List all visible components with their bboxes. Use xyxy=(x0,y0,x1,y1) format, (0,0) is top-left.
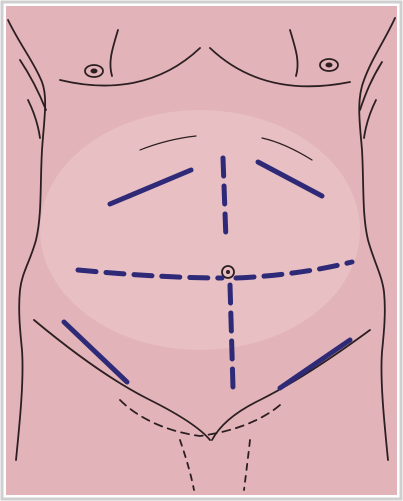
skin-highlight xyxy=(40,110,360,350)
